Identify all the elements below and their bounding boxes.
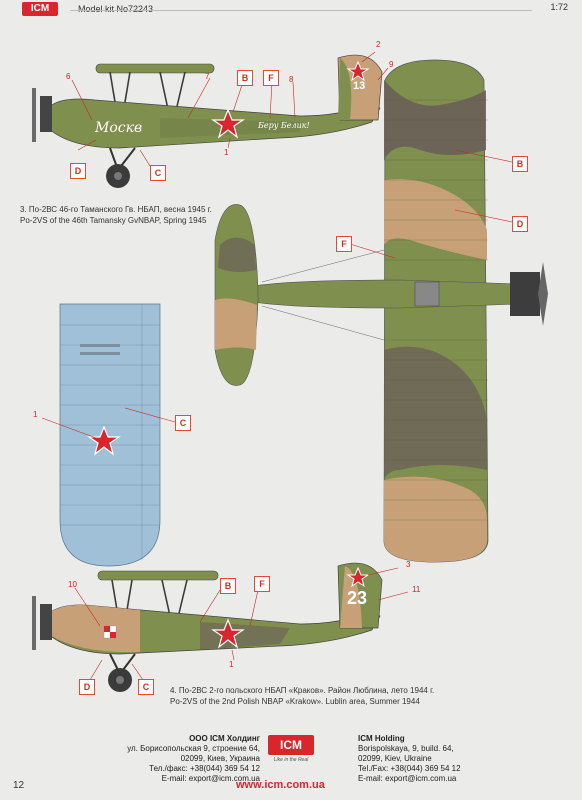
wing-ribs [384, 99, 488, 521]
footer-ru-line-4: Тел./факс: +38(044) 369 54 12 [149, 764, 260, 773]
footer-en-line-4: Tel./Fax: +38(044) 369 54 12 [358, 764, 461, 773]
bracing-wires [261, 249, 385, 341]
cockpit [414, 281, 440, 307]
tail-tan-4 [340, 566, 362, 628]
number-3: 3 [406, 560, 411, 569]
caption-4-en: Po-2VS of the 2nd Polish NBAP «Krakow». … [170, 697, 420, 706]
top-propeller [538, 262, 548, 326]
engine [40, 96, 52, 132]
callout-F: F [263, 70, 279, 86]
tail-camo [338, 58, 352, 120]
footer-icm-logo: ICM [268, 735, 314, 755]
footer-en-line-5[interactable]: E-mail: export@icm.com.ua [358, 774, 457, 783]
callout-B: B [237, 70, 253, 86]
caption-4: 4. По-2ВС 2-го польского НБАП «Краков». … [170, 685, 434, 707]
bomb-racks [80, 344, 120, 355]
leader-lines-3 [71, 51, 389, 167]
caption-3: 3. По-2ВС 46-го Таманского Гв. НБАП, вес… [20, 204, 212, 226]
icm-logo: ICM [22, 2, 58, 16]
footer-ru-line-3: 02099, Киев, Украина [180, 754, 260, 763]
callout-C-4: C [138, 679, 154, 695]
callout-B-top: B [512, 156, 528, 172]
footer-slogan: Like in the Real [273, 757, 309, 763]
page-header: ICM Model kit No72243 1:72 [0, 0, 582, 18]
polish-checker [103, 625, 117, 639]
red-star-fuselage [211, 108, 245, 139]
red-star-tail-4 [346, 566, 370, 588]
callout-C: C [150, 165, 166, 181]
footer-en-line-1: ICM Holding [358, 734, 405, 743]
number-6: 6 [66, 72, 71, 81]
top-engine [510, 272, 540, 316]
nose-tan-4 [48, 605, 140, 653]
callout-D: D [70, 163, 86, 179]
number-7: 7 [205, 72, 210, 81]
footer-ru-line-1: ООО ICM Холдинг [189, 734, 260, 743]
callout-F-4: F [254, 576, 270, 592]
caption-3-en: Po-2VS of the 46th Tamansky GvNBAP, Spri… [20, 216, 207, 225]
landing-gear-3 [106, 147, 136, 188]
tail-code-23: 23 [347, 588, 368, 608]
upper-wing [95, 63, 215, 74]
number-10: 10 [68, 580, 77, 589]
caption-3-ru: 3. По-2ВС 46-го Таманского Гв. НБАП, вес… [20, 205, 212, 214]
red-star-tail [346, 60, 370, 82]
propeller-4 [32, 596, 36, 650]
aircraft-profile-4 [32, 562, 409, 692]
tailplane-tan [215, 298, 257, 350]
landing-gear-4 [108, 653, 136, 692]
lower-wing-underside [41, 303, 176, 567]
footer-en-line-2: Borispolskaya, 9, build. 64, [358, 744, 454, 753]
tailplane [214, 204, 259, 386]
footer-ru-line-2: ул. Борисопольская 9, строение 64, [127, 744, 260, 753]
top-fuselage [237, 279, 529, 309]
callout-D-4: D [79, 679, 95, 695]
rear-inscription: Беру Белик! [257, 121, 310, 130]
tail-code-13: 13 [353, 80, 366, 92]
engine-4 [40, 604, 52, 640]
callout-F-top: F [336, 236, 352, 252]
upper-wing-4 [97, 570, 219, 581]
nose-inscription: Москв [94, 120, 142, 136]
footer-address-en: ICM Holding Borispolskaya, 9, build. 64,… [358, 734, 548, 784]
number-2: 2 [376, 40, 381, 49]
aircraft-profile-3: Москв Беру Белик! [32, 51, 389, 188]
red-star-fuselage-4 [211, 618, 245, 649]
kit-number: Model kit No72243 [78, 4, 154, 14]
blue-wing [59, 303, 161, 567]
caption-4-ru: 4. По-2ВС 2-го польского НБАП «Краков». … [170, 686, 435, 695]
number-11: 11 [412, 585, 421, 594]
aircraft-top-view [214, 59, 548, 563]
camo-tan-2 [383, 476, 487, 562]
leader-lines-4 [74, 567, 409, 681]
leader-lines-blue [41, 407, 176, 439]
website-link[interactable]: www.icm.com.ua [236, 779, 325, 791]
scale-label: 1:72 [550, 2, 568, 12]
callout-B-4: B [220, 578, 236, 594]
camo-tan-1 [384, 179, 487, 260]
callout-D-top: D [512, 216, 528, 232]
number-9: 9 [389, 60, 394, 69]
number-8: 8 [289, 75, 294, 84]
page-number: 12 [13, 780, 25, 791]
footer-address-ru: ООО ICM Холдинг ул. Борисопольская 9, ст… [75, 734, 260, 784]
footer-en-line-3: 02099, Kiev, Ukraine [358, 754, 432, 763]
propeller [32, 88, 36, 142]
callout-C-blue: C [175, 415, 191, 431]
tailplane-dark [218, 237, 256, 273]
number-1-blue: 1 [33, 410, 38, 419]
header-divider [70, 10, 532, 11]
number-1: 1 [224, 148, 229, 157]
leader-lines-top [349, 149, 513, 259]
number-1-4: 1 [229, 660, 234, 669]
footer-ru-line-5[interactable]: E-mail: export@icm.com.ua [161, 774, 260, 783]
